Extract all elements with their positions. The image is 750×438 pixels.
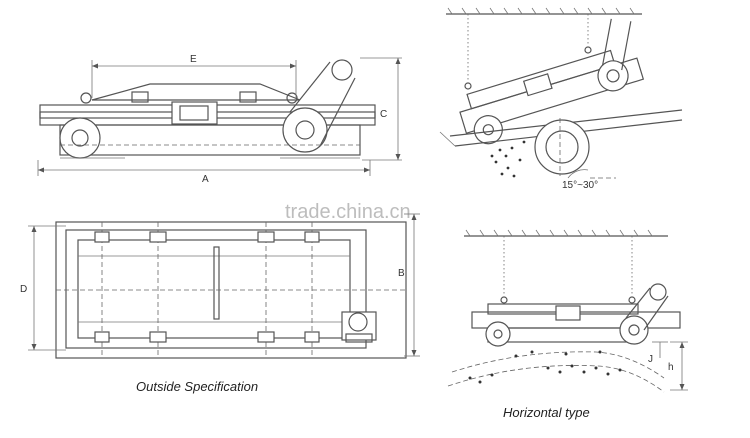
dimension-label-b: B xyxy=(398,268,405,279)
dimension-label-c: C xyxy=(380,109,387,120)
dimension-j: J xyxy=(648,341,668,365)
tilt-angle-label: 15°~30° xyxy=(562,180,598,191)
dimension-label-j: J xyxy=(648,354,653,365)
separated-debris xyxy=(490,140,526,178)
dimension-h: h xyxy=(668,341,688,391)
dimension-c: C xyxy=(360,57,402,161)
caption-horizontal-type: Horizontal type xyxy=(503,405,590,420)
dimension-a: A xyxy=(37,160,371,185)
dimension-label-d: D xyxy=(20,284,27,295)
side-view-drawing xyxy=(39,59,376,159)
dimension-label-a: A xyxy=(202,174,209,185)
dimension-label-e: E xyxy=(190,54,197,65)
conveyor-material xyxy=(468,350,622,384)
horizontal-type-drawing xyxy=(447,229,681,393)
plan-view-drawing xyxy=(55,221,407,359)
caption-outside-specification: Outside Specification xyxy=(136,379,258,394)
dimension-b: B xyxy=(398,213,420,357)
watermark-text: trade.china.cn xyxy=(285,201,411,223)
dimension-e: E xyxy=(91,54,297,98)
dimension-d: D xyxy=(20,225,66,351)
inclined-installation-drawing: 15°~30° xyxy=(439,7,683,191)
dimension-label-h: h xyxy=(668,362,674,373)
